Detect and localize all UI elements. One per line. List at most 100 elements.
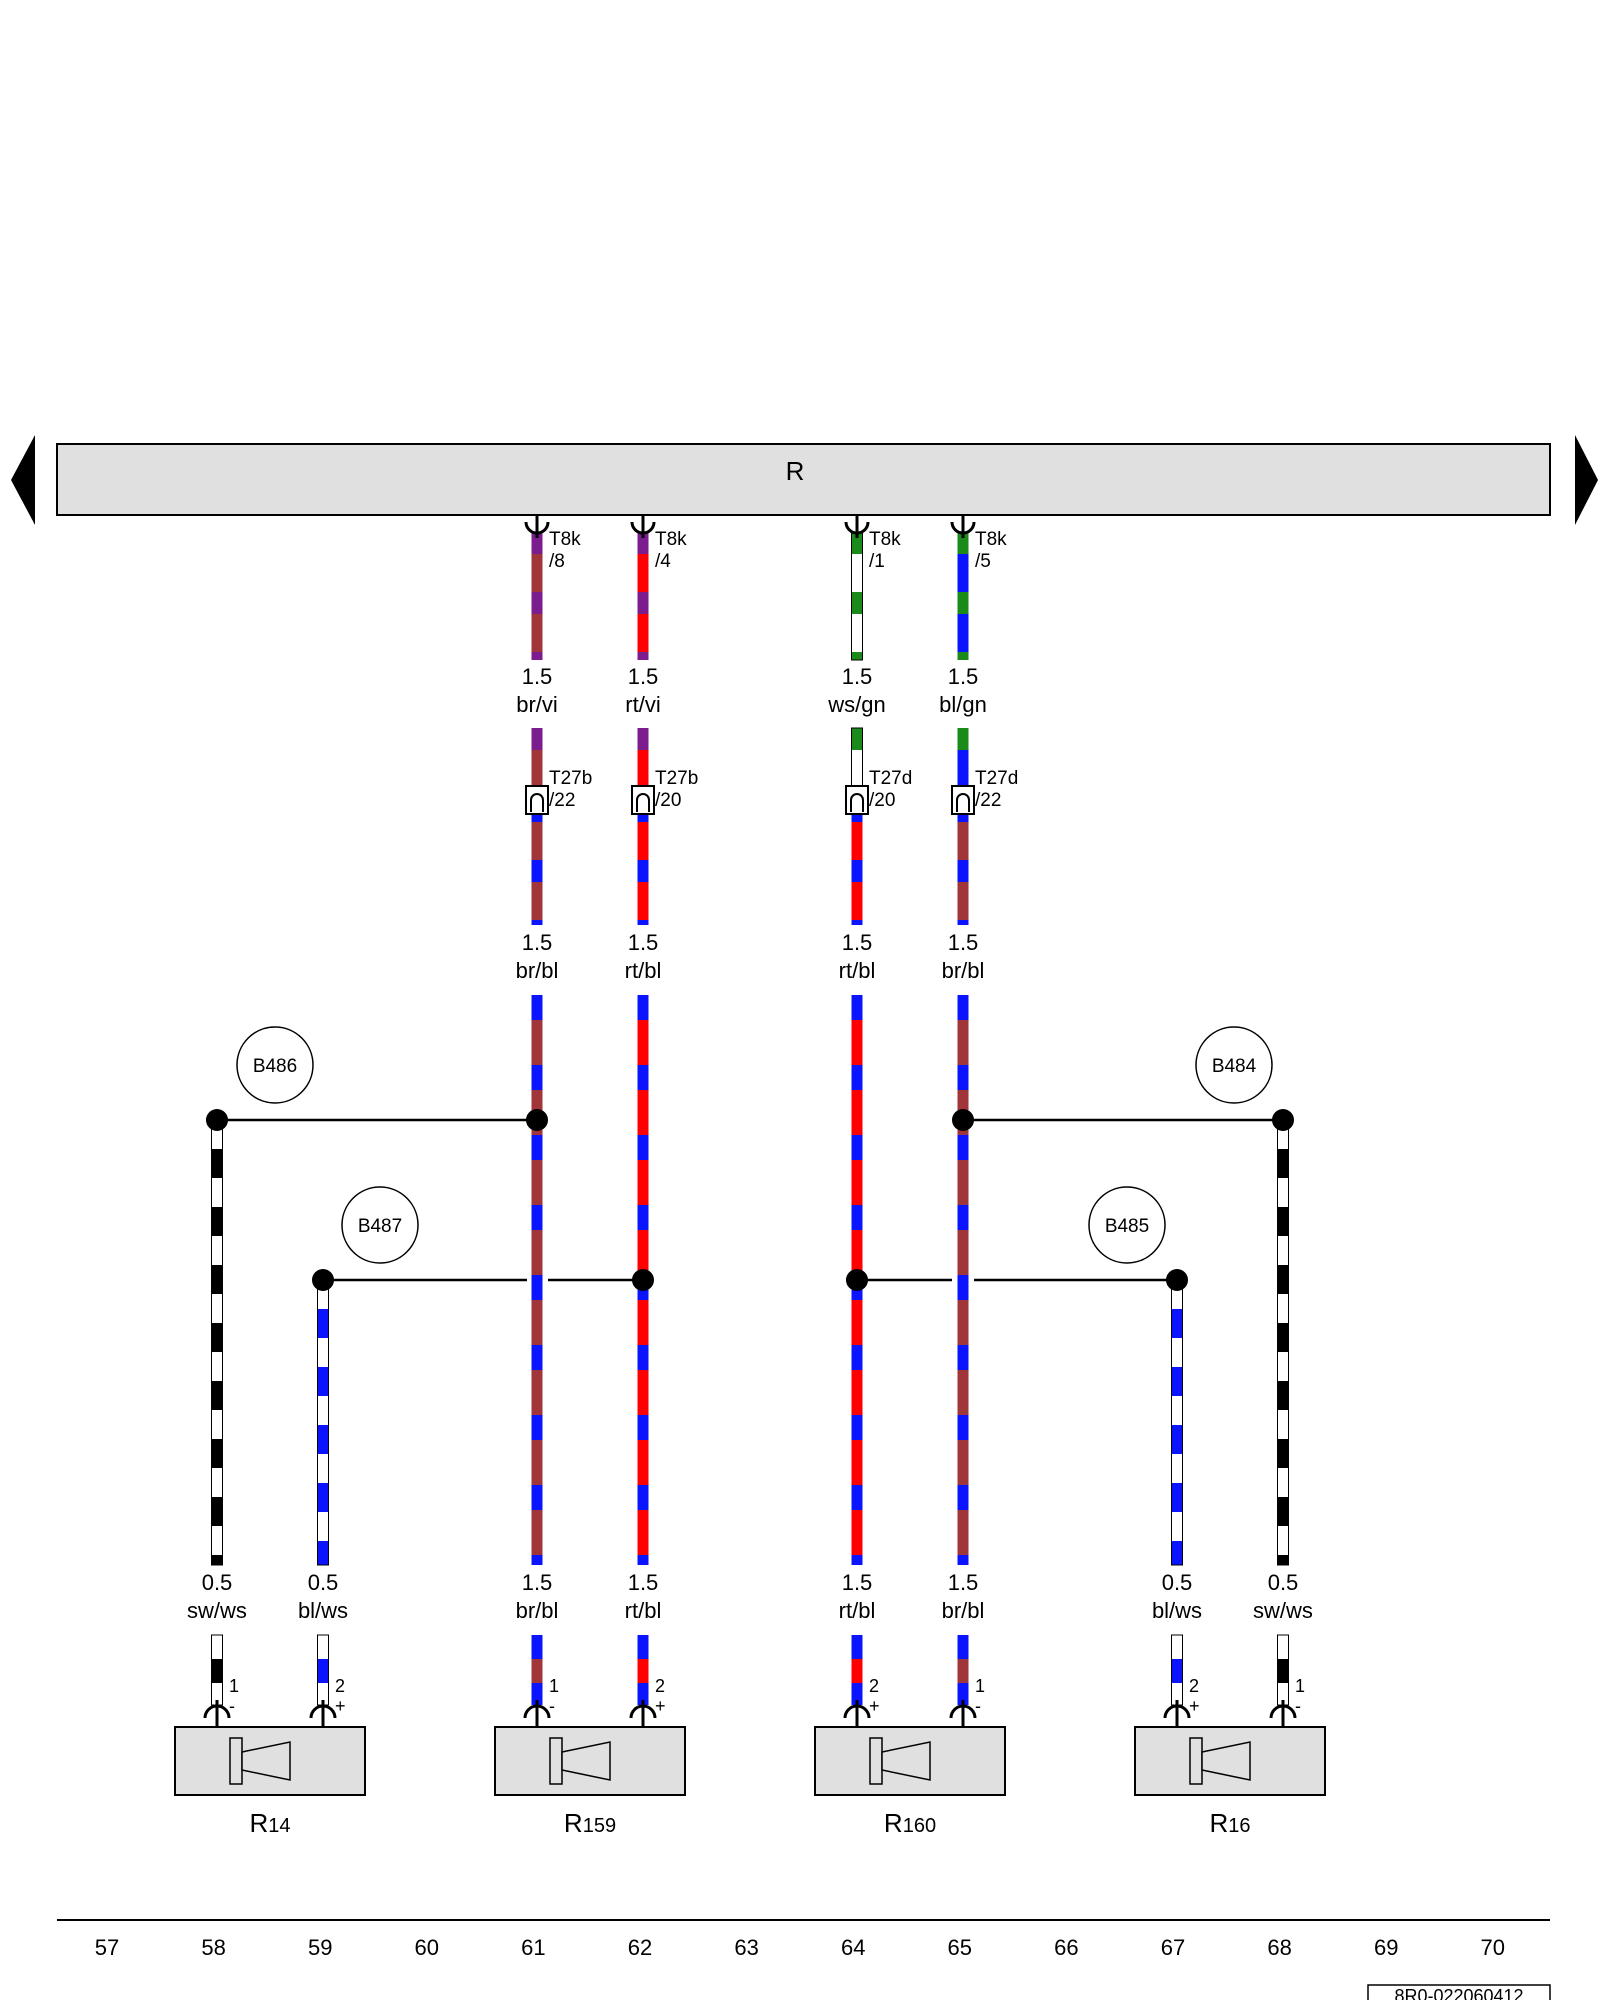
- pin-number: 2: [655, 1676, 665, 1696]
- upper-wire-1-tracer: [637, 532, 649, 554]
- splice-circle: [1195, 1026, 1273, 1104]
- main-wire-1-tracer: [637, 1205, 649, 1230]
- upper-wire-0-tracer: [531, 652, 543, 660]
- bottom-wire-color: sw/ws: [1253, 1598, 1313, 1623]
- mid-wire-size: 1.5: [628, 930, 659, 955]
- bottom-stub-0-tracer: [211, 1683, 223, 1705]
- upper-wire-1-tracer: [637, 592, 649, 614]
- upper-wire-0: [531, 532, 543, 660]
- bottom-wire-color: sw/ws: [187, 1598, 247, 1623]
- bottom-stub-5-base: [957, 1635, 969, 1705]
- main-wire-2-tracer: [851, 1415, 863, 1440]
- bottom-wire-color: br/bl: [942, 1598, 985, 1623]
- pin-sign: -: [229, 1696, 235, 1716]
- bottom-stub-7: [1277, 1634, 1289, 1706]
- component-letter: R: [884, 1808, 903, 1838]
- bottom-stub-6-tracer: [1171, 1635, 1183, 1659]
- bottom-stub-4-tracer: [851, 1635, 863, 1659]
- branch-wire-sw-left-tracer: [211, 1178, 223, 1207]
- grid-number: 59: [308, 1935, 332, 1960]
- mid-connector-box-icon: [631, 785, 655, 815]
- mid-connector-name: T27d: [975, 768, 1018, 789]
- branch-wire-bl-left-tracer: [317, 1338, 329, 1367]
- mid-wire-2-tracer: [851, 860, 863, 882]
- pin-number: 1: [975, 1676, 985, 1696]
- upper-wire-2: [851, 531, 863, 661]
- bottom-wire-size: 1.5: [842, 1570, 873, 1595]
- grid-number: 61: [521, 1935, 545, 1960]
- component-number: 14: [268, 1815, 290, 1837]
- component-letter: R: [249, 1808, 268, 1838]
- mid-wire-2: [851, 800, 863, 925]
- pin-sign: -: [975, 1696, 981, 1716]
- branch-wire-sw-left-tracer: [211, 1294, 223, 1323]
- bottom-wire-size: 0.5: [308, 1570, 339, 1595]
- pin-sign: +: [869, 1696, 880, 1716]
- mid-wire-color: br/bl: [516, 958, 559, 983]
- splice-label: B486: [253, 1056, 297, 1077]
- main-wire-0-tracer: [531, 1135, 543, 1160]
- mid-connector-name: T27d: [869, 768, 912, 789]
- component-letter: R: [564, 1808, 583, 1838]
- bottom-stub-7-base: [1277, 1635, 1289, 1705]
- branch-wire-sw-left-tracer: [211, 1410, 223, 1439]
- grid-number: 63: [734, 1935, 758, 1960]
- bottom-stub-6: [1171, 1634, 1183, 1706]
- bottom-stub-4-tracer: [851, 1683, 863, 1705]
- grid-number: 67: [1161, 1935, 1185, 1960]
- speaker-icon-cone: [561, 1741, 611, 1781]
- main-wire-3-tracer: [957, 1275, 969, 1300]
- main-wire-3-tracer: [957, 1345, 969, 1370]
- upper-wire-3-tracer: [957, 652, 969, 660]
- main-wire-0-tracer: [531, 1205, 543, 1230]
- branch-wire-bl-right-tracer: [1171, 1338, 1183, 1367]
- mid-wire-color: rt/bl: [625, 958, 662, 983]
- grid-number: 60: [415, 1935, 439, 1960]
- splice-label: B485: [1105, 1216, 1149, 1237]
- upper-wire-3-tracer: [957, 532, 969, 554]
- bottom-stub-5: [957, 1635, 969, 1705]
- speaker-icon-cone: [881, 1741, 931, 1781]
- top-connector-pin: /4: [655, 551, 671, 572]
- branch-wire-sw-right-tracer: [1277, 1178, 1289, 1207]
- mid-connector-pin: /22: [975, 790, 1001, 811]
- splice-circle: [341, 1186, 419, 1264]
- bottom-stub-1: [317, 1634, 329, 1706]
- mid-connector-box-icon: [525, 785, 549, 815]
- mid-wire-3: [957, 800, 969, 925]
- splice-circle: [236, 1026, 314, 1104]
- branch-wire-sw-right-tracer: [1277, 1236, 1289, 1265]
- main-wire-0-tracer: [531, 995, 543, 1020]
- pin-sign: -: [549, 1696, 555, 1716]
- branch-wire-bl-right-tracer: [1171, 1512, 1183, 1541]
- pin-number: 1: [1295, 1676, 1305, 1696]
- bottom-stub-4: [851, 1635, 863, 1705]
- bottom-stub-3-tracer: [637, 1635, 649, 1659]
- main-wire-3-tracer: [957, 995, 969, 1020]
- main-wire-1-tracer: [637, 1065, 649, 1090]
- mid-connector-pin-icon: [850, 793, 864, 812]
- main-wire-1-tracer: [637, 1415, 649, 1440]
- bottom-wire-size: 1.5: [948, 1570, 979, 1595]
- top-connector-pin: /8: [549, 551, 565, 572]
- mid-wire-0: [531, 800, 543, 925]
- main-wire-3-tracer: [957, 1205, 969, 1230]
- grid-number: 62: [628, 1935, 652, 1960]
- speaker-icon-magnet: [229, 1737, 243, 1785]
- mid-wire-0-tracer: [531, 860, 543, 882]
- mid-connector-pin: /22: [549, 790, 575, 811]
- structure-layer: [11, 435, 1598, 2000]
- splice-junction-dot: [632, 1269, 654, 1291]
- mid-wire-size: 1.5: [842, 930, 873, 955]
- bottom-wire-color: rt/bl: [625, 1598, 662, 1623]
- branch-wire-sw-left-tracer: [211, 1352, 223, 1381]
- pin-number: 2: [869, 1676, 879, 1696]
- upper-wire-3-tracer: [957, 592, 969, 614]
- bottom-stub-2-base: [531, 1635, 543, 1705]
- mid-connector-name: T27b: [655, 768, 698, 789]
- top-connector-pin: /1: [869, 551, 885, 572]
- splice-junction-dot: [952, 1109, 974, 1131]
- splice-junction-dot: [526, 1109, 548, 1131]
- main-wire-3: [957, 995, 969, 1565]
